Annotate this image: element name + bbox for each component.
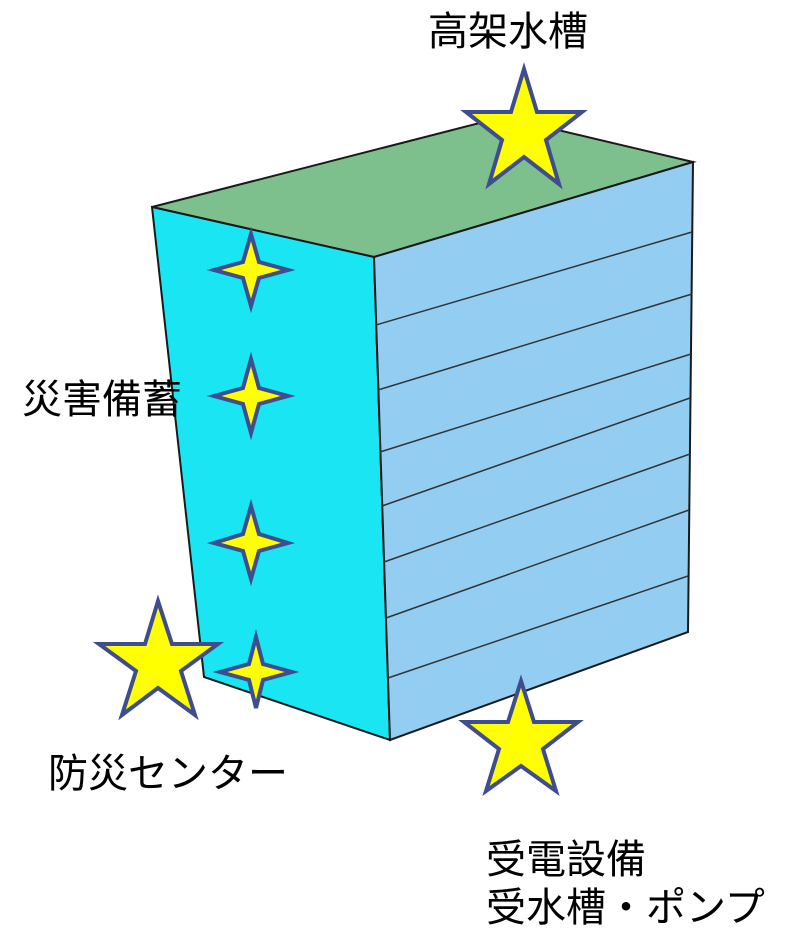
star-icon [460, 62, 588, 190]
label-elevated-water-tank: 高架水槽 [428, 9, 588, 55]
right-face [372, 160, 695, 742]
four-point-star-icon [212, 629, 300, 709]
floor-lines [375, 231, 693, 679]
label-water-tank-pump: 受水槽・ポンプ [486, 885, 765, 931]
four-point-star-icon [206, 226, 296, 314]
label-disaster-stockpile: 災害備蓄 [22, 377, 182, 423]
star-icon [458, 674, 584, 797]
label-power-receiving-equipment: 受電設備 [486, 837, 646, 883]
four-point-star-icon [206, 498, 296, 587]
label-disaster-prevention-center: 防災センター [48, 751, 288, 797]
star-icon [92, 594, 225, 721]
four-point-star-icon [206, 351, 296, 441]
